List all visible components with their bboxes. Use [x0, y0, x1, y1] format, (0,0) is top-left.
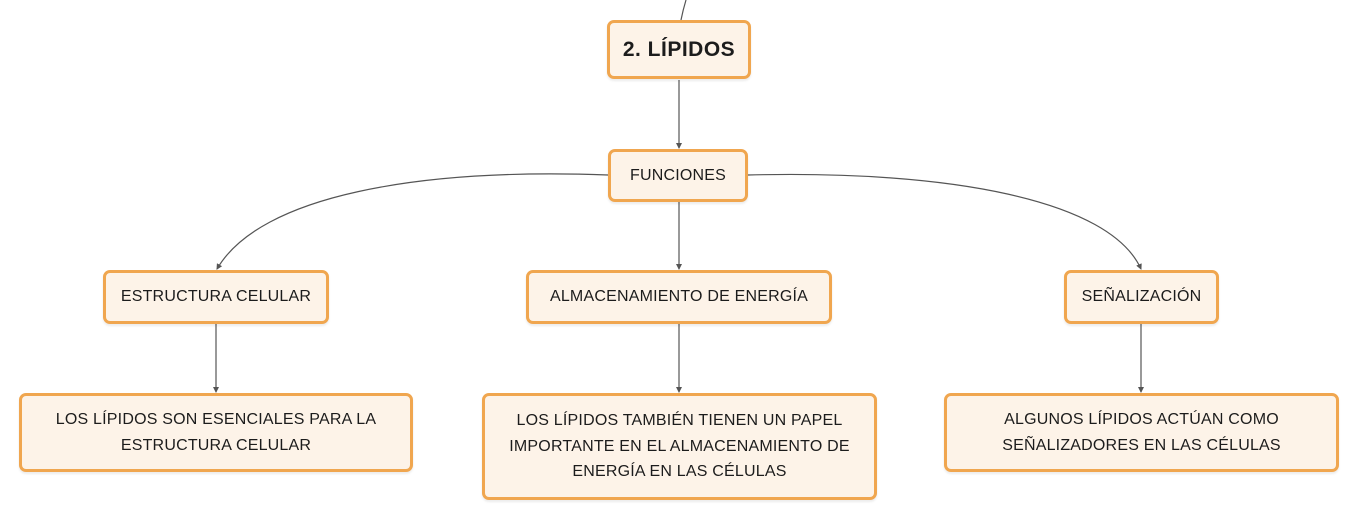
title-text: 2. LÍPIDOS: [622, 37, 736, 61]
estructura-celular-detail-text: LOS LÍPIDOS SON ESENCIALES PARA LA ESTRU…: [55, 410, 377, 454]
connector-funciones-to-estructura: [216, 173, 609, 270]
estructura-celular-node[interactable]: ESTRUCTURA CELULAR: [103, 270, 329, 324]
senalizacion-label: SEÑALIZACIÓN: [1081, 288, 1202, 306]
senalizacion-detail-node[interactable]: ALGUNOS LÍPIDOS ACTÚAN COMO SEÑALIZADORE…: [944, 393, 1339, 472]
connector-funciones-to-senalizacion: [747, 173, 1142, 270]
almacenamiento-energia-node[interactable]: ALMACENAMIENTO DE ENERGÍA: [526, 270, 832, 324]
senalizacion-detail-text: ALGUNOS LÍPIDOS ACTÚAN COMO SEÑALIZADORE…: [1002, 410, 1281, 454]
almacenamiento-energia-label: ALMACENAMIENTO DE ENERGÍA: [549, 288, 809, 306]
almacenamiento-energia-detail-text: LOS LÍPIDOS TAMBIÉN TIENEN UN PAPEL IMPO…: [509, 412, 850, 481]
connector-incoming-to-title: [680, 0, 687, 21]
almacenamiento-energia-detail-node[interactable]: LOS LÍPIDOS TAMBIÉN TIENEN UN PAPEL IMPO…: [482, 393, 877, 500]
estructura-celular-label: ESTRUCTURA CELULAR: [120, 288, 312, 306]
senalizacion-node[interactable]: SEÑALIZACIÓN: [1064, 270, 1219, 324]
funciones-label: FUNCIONES: [629, 166, 727, 184]
title-node[interactable]: 2. LÍPIDOS: [607, 20, 751, 79]
estructura-celular-detail-node[interactable]: LOS LÍPIDOS SON ESENCIALES PARA LA ESTRU…: [19, 393, 413, 472]
funciones-node[interactable]: FUNCIONES: [608, 149, 748, 202]
